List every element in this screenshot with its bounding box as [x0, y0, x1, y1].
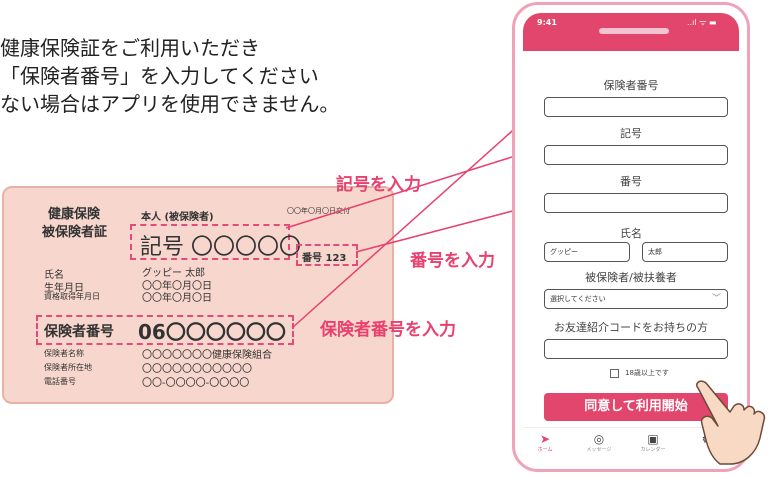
- card-insurer-no-label: 保険者番号: [44, 324, 114, 340]
- arrow-kigo: [285, 143, 550, 229]
- card-insurer-addr-label: 保険者所在地: [44, 363, 92, 372]
- card-title-2: 被保険者証: [42, 225, 108, 240]
- last-name-input[interactable]: グッピー: [544, 242, 630, 262]
- kigo-input[interactable]: [544, 145, 728, 165]
- kigo-highlight: [130, 224, 290, 260]
- tab-calendar[interactable]: ▣ カレンダー: [633, 432, 673, 453]
- home-icon: ➤: [539, 432, 551, 446]
- annotation-bango: 番号を入力: [410, 251, 495, 271]
- card-qual-value: 〇〇年〇月〇日: [142, 293, 212, 304]
- insurer-no-input[interactable]: [544, 97, 728, 117]
- card-insurer-addr-value: 〇〇〇〇〇〇〇〇〇〇〇: [142, 364, 252, 375]
- age-check-label: 18歳以上です: [625, 369, 669, 377]
- first-name-input[interactable]: 太郎: [642, 242, 728, 262]
- card-title-1: 健康保険: [48, 207, 101, 222]
- pointing-hand-icon: [695, 380, 766, 465]
- tab-message[interactable]: ◎ メッセージ: [579, 432, 619, 453]
- label-relation: 被保険者/被扶養者: [585, 271, 677, 284]
- label-bango: 番号: [620, 175, 642, 188]
- annotation-kigo: 記号を入力: [336, 175, 421, 195]
- card-qual-label: 資格取得年月日: [44, 292, 100, 301]
- label-insurer-no: 保険者番号: [603, 79, 659, 92]
- calendar-icon: ▣: [647, 432, 659, 446]
- arrow-insurer: [291, 96, 551, 329]
- message-icon: ◎: [593, 432, 605, 446]
- instruction-line-2: 「保険者番号」を入力してください: [0, 64, 319, 88]
- card-insurer-no-value: 06〇〇〇〇〇〇: [138, 320, 286, 344]
- card-kigo: 記号 〇〇〇〇〇: [140, 235, 301, 260]
- card-phone-label: 電話番号: [44, 377, 76, 386]
- instructions: 健康保険証をご利用いただき 「保険者番号」を入力してください ない場合はアプリを…: [0, 34, 520, 118]
- age-checkbox[interactable]: [610, 369, 619, 378]
- relation-select[interactable]: 選択してください ﹀: [544, 289, 728, 309]
- chevron-down-icon: ﹀: [711, 294, 721, 304]
- status-icons: ..ıl ᯤ ▬: [687, 18, 717, 27]
- bango-input[interactable]: [544, 193, 728, 213]
- tab-calendar-label: カレンダー: [640, 447, 666, 453]
- status-bar: [523, 13, 739, 51]
- label-name: 氏名: [620, 227, 642, 240]
- card-birth-value: 〇〇年〇月〇日: [142, 281, 212, 292]
- insurer-no-highlight: [36, 315, 294, 345]
- phone-mockup: 9:41 ..ıl ᯤ ▬ 保険者番号 記号 番号 氏名 グッピー 太郎 被保険…: [512, 2, 750, 472]
- card-bango: 番号 123: [302, 253, 347, 264]
- label-referral: お友達紹介コードをお持ちの方: [554, 321, 708, 334]
- card-insurer-name-label: 保険者名称: [44, 349, 84, 358]
- card-issue-date: 〇〇年〇月〇日交付: [287, 207, 350, 215]
- tab-home-label: ホーム: [537, 447, 553, 453]
- annotation-insurer: 保険者番号を入力: [320, 320, 456, 340]
- tab-message-label: メッセージ: [586, 447, 612, 453]
- card-name-label: 氏名: [44, 270, 64, 281]
- agree-button[interactable]: 同意して利用開始: [544, 393, 728, 421]
- notch: [599, 28, 669, 34]
- card-phone-value: 〇〇-〇〇〇〇-〇〇〇〇: [142, 378, 250, 389]
- bango-highlight: [296, 244, 358, 266]
- status-time: 9:41: [537, 18, 557, 27]
- label-kigo: 記号: [620, 127, 642, 140]
- card-insurer-name-value: 〇〇〇〇〇〇〇健康保険組合: [142, 350, 272, 361]
- instruction-line-1: 健康保険証をご利用いただき: [0, 36, 260, 60]
- card-type: 本人 (被保険者): [141, 212, 214, 223]
- card-name-value: グッピー 太郎: [142, 268, 206, 279]
- relation-placeholder: 選択してください: [550, 295, 606, 303]
- tab-home[interactable]: ➤ ホーム: [525, 432, 565, 453]
- referral-input[interactable]: [544, 339, 728, 359]
- instruction-line-3: ない場合はアプリを使用できません。: [0, 92, 340, 116]
- card-birth-label: 生年月日: [44, 283, 84, 294]
